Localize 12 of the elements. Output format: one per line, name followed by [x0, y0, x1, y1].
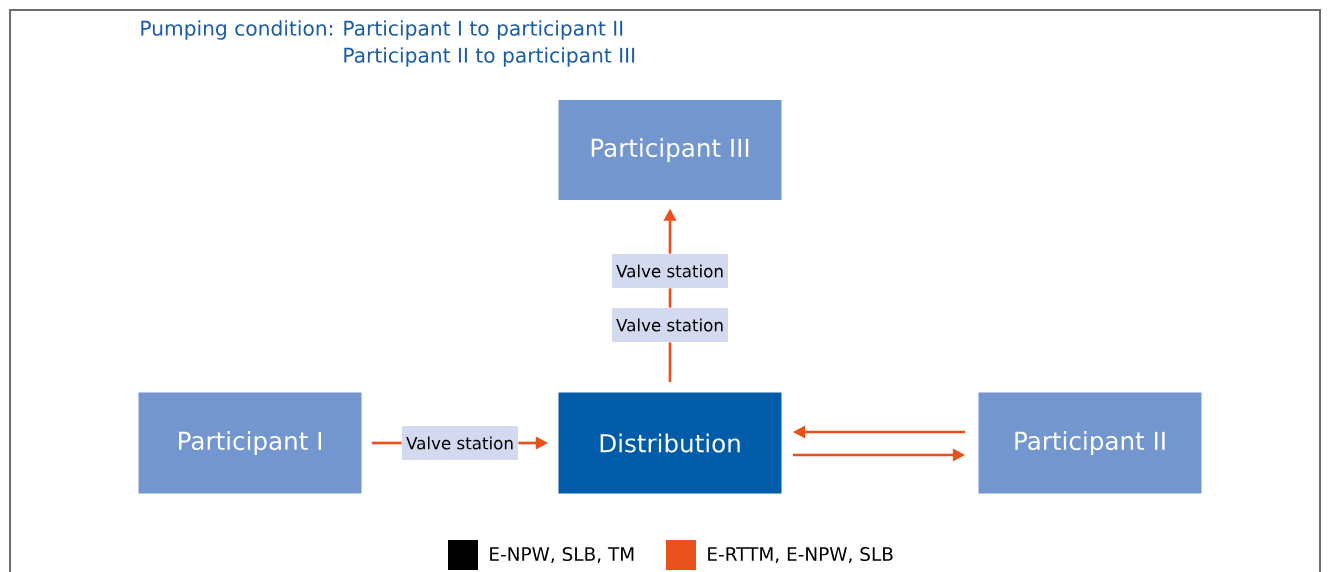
valve-station-box: Valve station — [612, 308, 728, 342]
valve-station-box: Valve station — [612, 254, 728, 288]
participant-box: Participant I — [138, 392, 362, 494]
participant-box: Participant III — [558, 100, 782, 200]
condition-text: Participant II to participant III — [344, 47, 635, 67]
legend-text: E-NPW, SLB, TM — [490, 547, 634, 563]
heading: Pumping condition: — [141, 20, 333, 40]
distribution-box: Distribution — [558, 392, 782, 494]
condition-text: Participant I to participant II — [344, 20, 623, 40]
valve-station-box: Valve station — [402, 426, 518, 460]
participant-box: Participant II — [978, 392, 1202, 494]
legend-text: E-RTTM, E-NPW, SLB — [708, 547, 893, 563]
